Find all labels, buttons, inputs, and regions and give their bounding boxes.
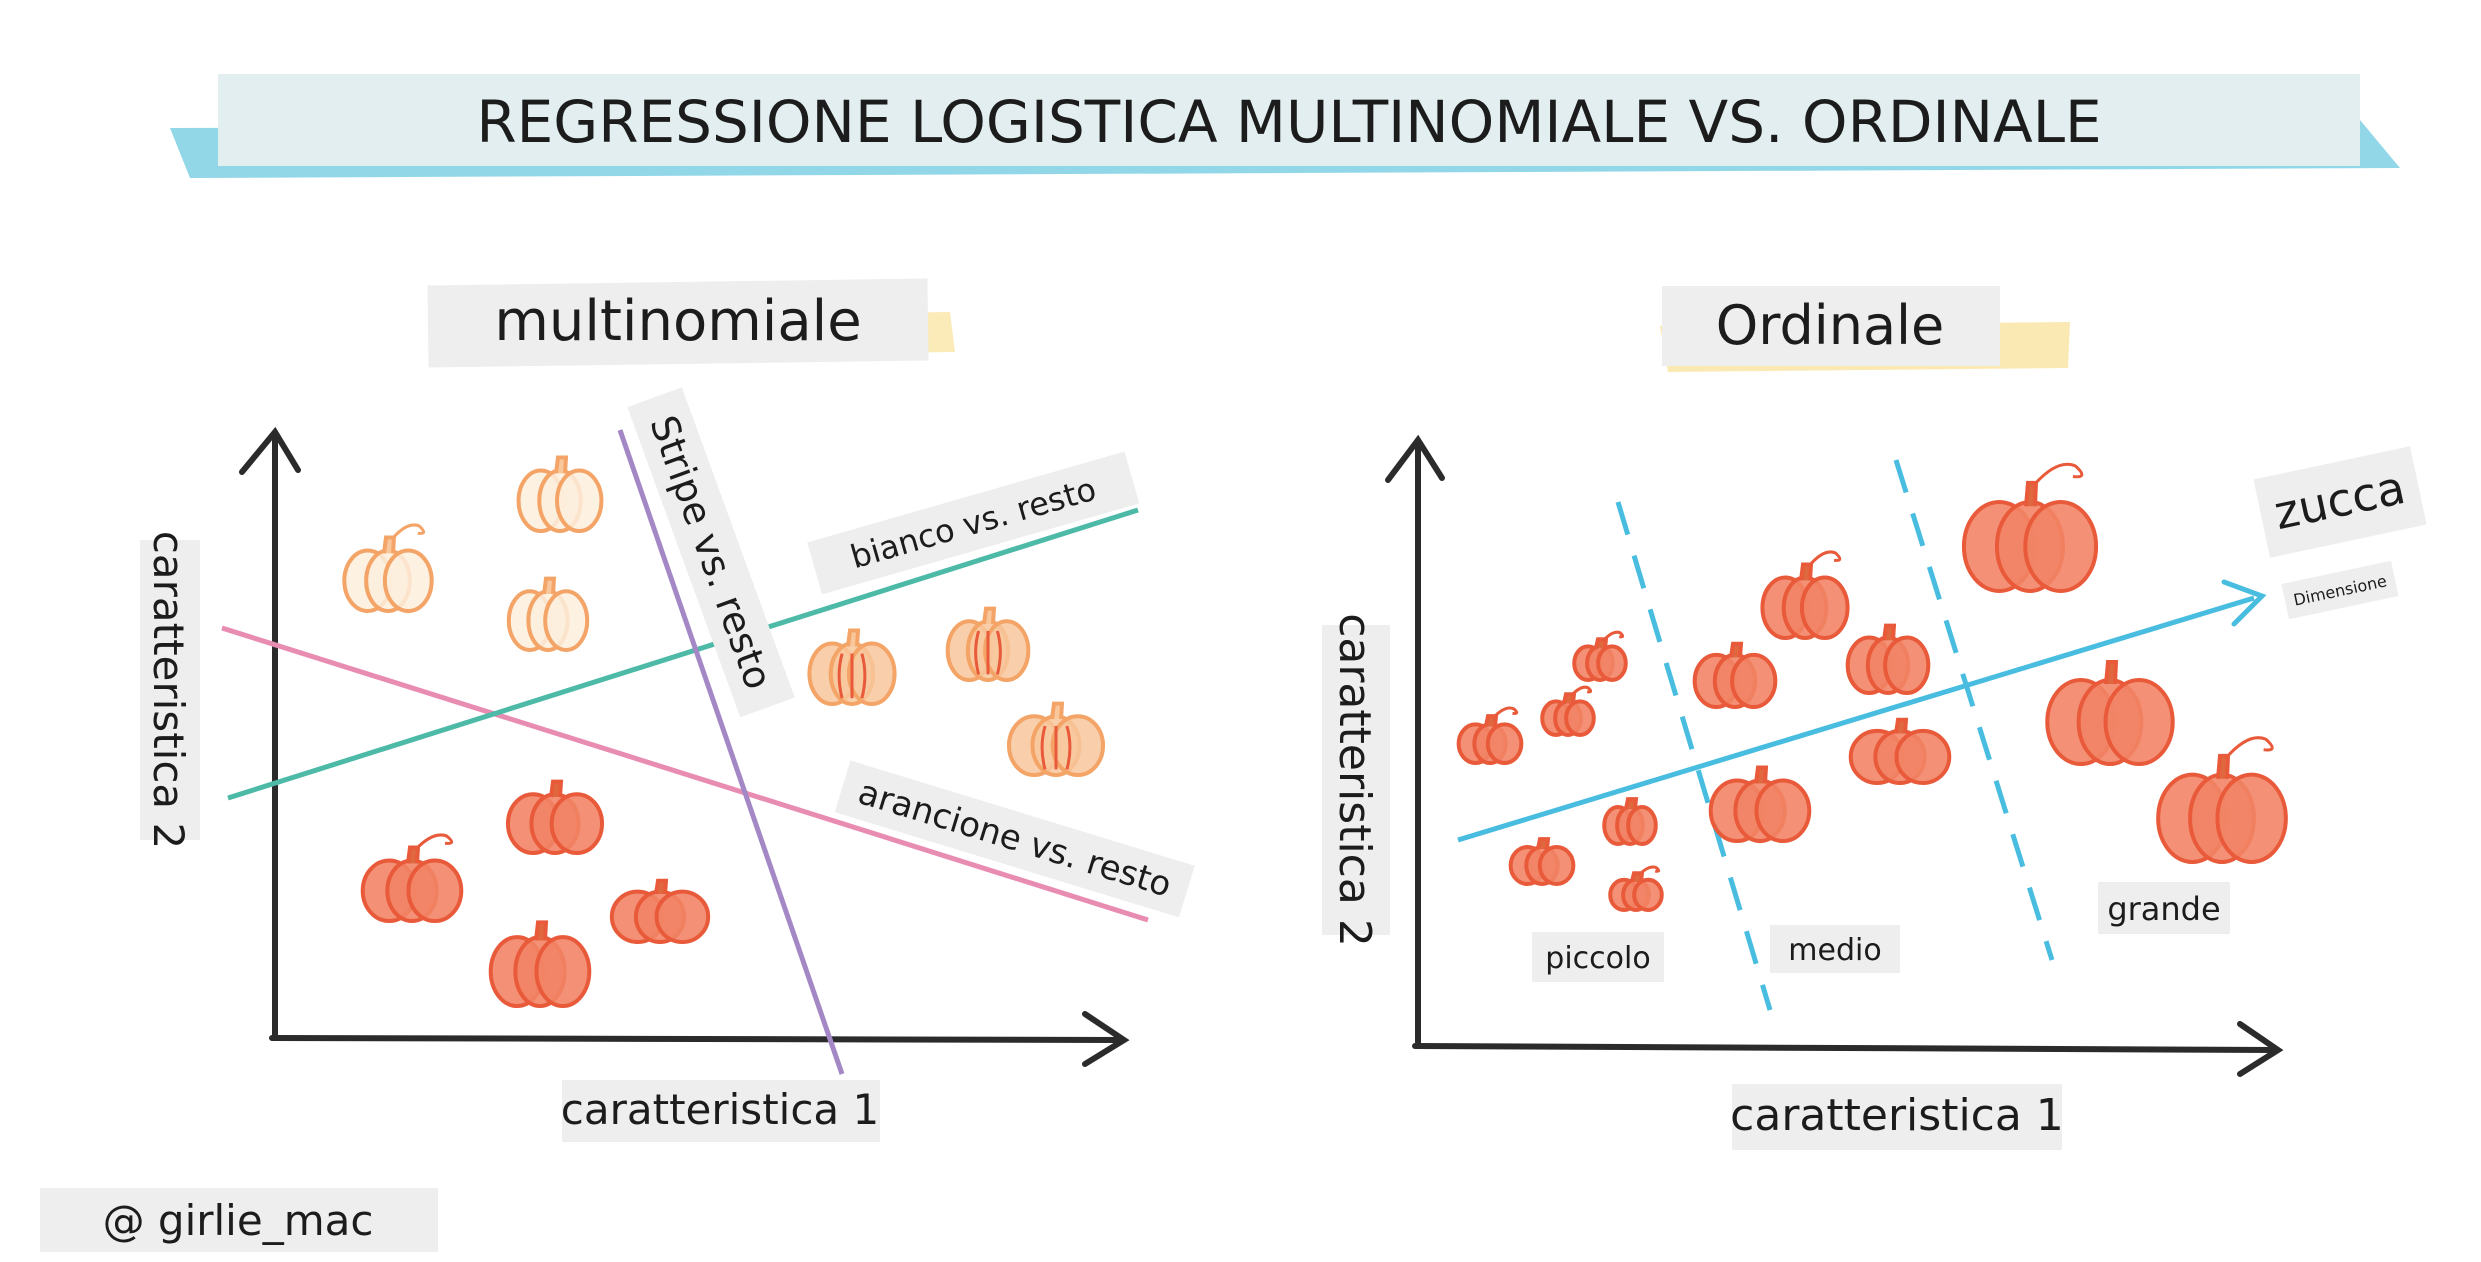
svg-text:caratteristica 1: caratteristica 1: [561, 1085, 879, 1134]
pumpkin-layer: [342, 455, 2288, 1008]
pumpkin-icon: [1508, 837, 1576, 887]
svg-text:caratteristica 1: caratteristica 1: [1730, 1090, 2064, 1141]
pumpkin-icon: [807, 628, 897, 707]
pumpkin-icon: [609, 878, 711, 944]
multinomial-heading: multinomiale: [427, 278, 955, 368]
pumpkin-icon: [516, 455, 604, 534]
pumpkin-icon: [1708, 765, 1812, 844]
category-large: grande: [2098, 882, 2230, 934]
pumpkin-icon: [505, 779, 605, 855]
ordinal-panel: Ordinale caratteristica 2 caratteristica…: [1322, 286, 2427, 1150]
pumpkin-icon: [1602, 797, 1658, 847]
svg-text:caratteristica 2: caratteristica 2: [144, 531, 193, 849]
svg-text:grande: grande: [2107, 890, 2220, 928]
pumpkin-icon: [1572, 630, 1628, 683]
multinomial-panel: multinomiale caratteristica 2 caratteris…: [140, 278, 1195, 1142]
pumpkin-icon: [488, 920, 592, 1008]
divider-small-medium: [1615, 501, 1773, 1011]
ordinal-x-label: caratteristica 1: [1730, 1084, 2064, 1150]
credit-tag: @ girlie_mac: [40, 1188, 438, 1252]
pumpkin-icon: [2045, 660, 2175, 766]
line-orange-vs-rest: [221, 625, 1149, 923]
ordinal-heading-text: Ordinale: [1716, 294, 1945, 357]
ordinal-heading-box: [1662, 286, 2000, 366]
title-box: [218, 74, 2360, 166]
category-small: piccolo: [1532, 932, 1664, 982]
multinomial-x-axis: [269, 1035, 1123, 1043]
multinomial-heading-text: multinomiale: [494, 289, 861, 354]
multinomial-x-axis-head: [1082, 1011, 1130, 1067]
pumpkin-icon: [1848, 717, 1952, 786]
pumpkin-icon: [2156, 736, 2288, 865]
page-title: REGRESSIONE LOGISTICA MULTINOMIALE VS. O…: [476, 88, 2101, 156]
pumpkin-icon: [1608, 865, 1664, 913]
credit-text: @ girlie_mac: [103, 1196, 374, 1245]
svg-text:arancione vs. resto: arancione vs. resto: [854, 772, 1176, 905]
size-arrow-head: [2221, 579, 2267, 627]
pumpkin-icon: [1961, 462, 2099, 593]
ordinal-y-axis-head: [1385, 434, 1445, 483]
line-stripe-vs-rest: [617, 429, 845, 1075]
divider-medium-large: [1893, 459, 2055, 961]
heading-box: [427, 278, 929, 368]
label-stripe-vs-rest: Stripe vs. resto: [627, 387, 795, 718]
title-banner: REGRESSIONE LOGISTICA MULTINOMIALE VS. O…: [170, 74, 2400, 178]
line-white-vs-rest: [227, 507, 1139, 801]
svg-text:piccolo: piccolo: [1545, 941, 1650, 976]
arrow-label-zucca: zucca: [2253, 446, 2427, 558]
ordinal-y-label: caratteristica 2: [1322, 613, 1390, 947]
multinomial-y-label: caratteristica 2: [140, 531, 200, 849]
ordinal-x-axis: [1412, 1043, 2278, 1053]
category-medium: medio: [1770, 925, 1900, 973]
pumpkin-icon: [1540, 685, 1596, 738]
pumpkin-icon: [1456, 706, 1524, 765]
svg-text:medio: medio: [1788, 933, 1881, 968]
pumpkin-icon: [342, 523, 434, 614]
pumpkin-icon: [1692, 641, 1778, 710]
pumpkin-icon: [360, 833, 464, 924]
size-arrow: [1457, 595, 2255, 843]
pumpkin-icon: [945, 606, 1031, 682]
pumpkin-icon: [1845, 623, 1931, 696]
ordinal-heading: Ordinale: [1660, 286, 2070, 372]
ordinal-x-axis-head: [2237, 1021, 2284, 1077]
pumpkin-icon: [506, 576, 590, 652]
svg-text:caratteristica 2: caratteristica 2: [1329, 613, 1380, 947]
pumpkin-icon: [1006, 701, 1106, 777]
multinomial-y-axis-head: [239, 426, 301, 475]
multinomial-x-label: caratteristica 1: [561, 1080, 880, 1142]
pumpkin-icon: [1760, 550, 1850, 641]
arrow-label-dimensione: Dimensione: [2281, 560, 2399, 620]
